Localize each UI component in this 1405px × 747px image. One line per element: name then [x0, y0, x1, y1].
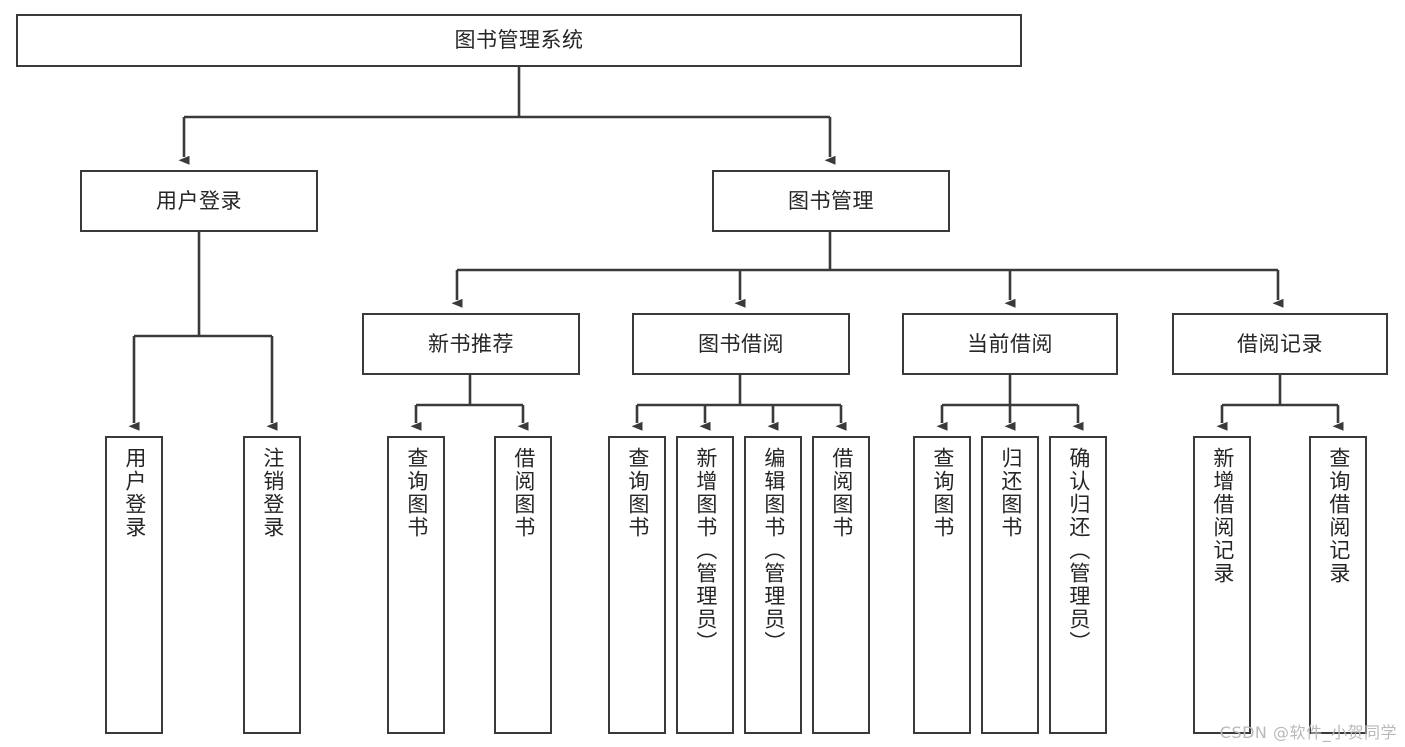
leaf-record-add-borrow-record[interactable]: 新增借阅记录 — [1193, 436, 1251, 734]
leaf-new-book-query[interactable]: 查询图书 — [387, 436, 445, 734]
leaf-user-login-login[interactable]: 用户登录 — [105, 436, 163, 734]
node-label: 用户登录 — [156, 188, 242, 213]
node-label: 新增图书（管理员） — [693, 447, 718, 654]
leaf-new-book-borrow[interactable]: 借阅图书 — [494, 436, 552, 734]
node-label: 图书管理系统 — [454, 28, 584, 53]
leaf-borrow-query-book[interactable]: 查询图书 — [608, 436, 666, 734]
node-label: 图书管理 — [788, 188, 874, 213]
node-label: 借阅图书 — [829, 447, 854, 539]
node-label: 编辑图书（管理员） — [761, 447, 786, 654]
node-label: 确认归还（管理员） — [1066, 447, 1091, 654]
node-label: 注销登录 — [260, 447, 285, 539]
node-label: 查询借阅记录 — [1326, 447, 1351, 585]
node-label: 归还图书 — [998, 447, 1023, 539]
node-book-management[interactable]: 图书管理 — [712, 170, 950, 232]
leaf-current-confirm-return-admin[interactable]: 确认归还（管理员） — [1049, 436, 1107, 734]
node-label: 用户登录 — [122, 447, 147, 539]
node-label: 新增借阅记录 — [1210, 447, 1235, 585]
leaf-borrow-edit-book-admin[interactable]: 编辑图书（管理员） — [744, 436, 802, 734]
leaf-record-query-borrow-record[interactable]: 查询借阅记录 — [1309, 436, 1367, 734]
node-new-book-recommend[interactable]: 新书推荐 — [362, 313, 580, 375]
leaf-borrow-borrow-book[interactable]: 借阅图书 — [812, 436, 870, 734]
node-label: 新书推荐 — [428, 331, 514, 356]
node-root-book-management-system[interactable]: 图书管理系统 — [16, 14, 1022, 67]
node-label: 查询图书 — [404, 447, 429, 539]
leaf-user-login-logout[interactable]: 注销登录 — [243, 436, 301, 734]
node-label: 查询图书 — [930, 447, 955, 539]
leaf-current-query-book[interactable]: 查询图书 — [913, 436, 971, 734]
node-label: 借阅记录 — [1237, 331, 1323, 356]
leaf-borrow-add-book-admin[interactable]: 新增图书（管理员） — [676, 436, 734, 734]
node-label: 当前借阅 — [967, 331, 1053, 356]
node-label: 图书借阅 — [698, 331, 784, 356]
node-current-borrow[interactable]: 当前借阅 — [902, 313, 1118, 375]
node-borrow-record[interactable]: 借阅记录 — [1172, 313, 1388, 375]
node-label: 查询图书 — [625, 447, 650, 539]
node-book-borrow[interactable]: 图书借阅 — [632, 313, 850, 375]
leaf-current-return-book[interactable]: 归还图书 — [981, 436, 1039, 734]
csdn-watermark: CSDN @软件_小贺同学 — [1219, 723, 1397, 742]
node-label: 借阅图书 — [511, 447, 536, 539]
node-user-login[interactable]: 用户登录 — [80, 170, 318, 232]
